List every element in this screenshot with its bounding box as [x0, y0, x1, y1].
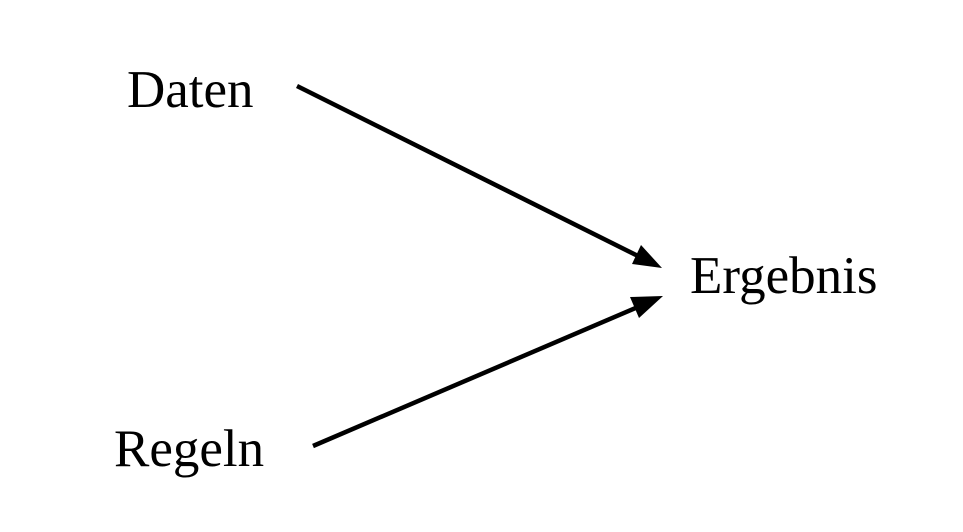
node-ergebnis: Ergebnis: [690, 247, 878, 305]
arrow-daten-to-ergebnis: [295, 83, 662, 268]
arrow-daten-to-ergebnis-head: [632, 245, 662, 268]
arrow-daten-to-ergebnis-line: [295, 83, 646, 262]
arrow-regeln-to-ergebnis-head: [630, 296, 663, 318]
node-regeln: Regeln: [114, 420, 265, 478]
arrow-regeln-to-ergebnis: [312, 296, 663, 449]
node-daten: Daten: [127, 61, 254, 119]
arrow-regeln-to-ergebnis-line: [312, 301, 646, 449]
